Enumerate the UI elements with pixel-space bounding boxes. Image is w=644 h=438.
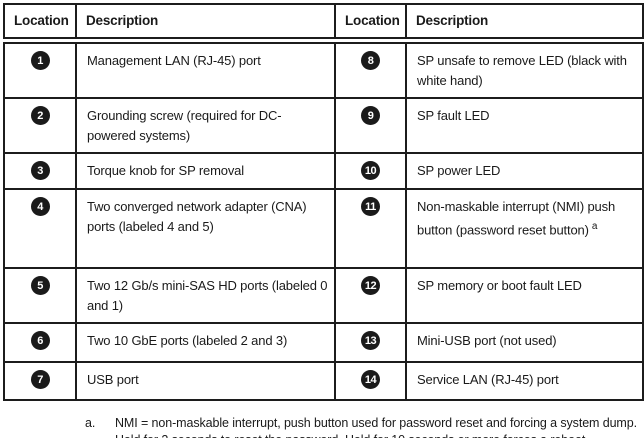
description-text: Torque knob for SP removal	[87, 162, 245, 178]
table-row: 4 Two converged network adapter (CNA) po…	[3, 187, 644, 269]
description-text: SP power LED	[417, 162, 501, 178]
description-text: SP fault LED	[417, 107, 490, 123]
description-cell: Management LAN (RJ-45) port	[75, 39, 336, 99]
description-text: Two 12 Gb/s mini-SAS HD ports (labeled 0…	[87, 277, 328, 313]
description-text: USB port	[87, 371, 139, 387]
footnote-marker: a.	[85, 415, 96, 430]
description-text: Grounding screw (required for DC-powered…	[87, 107, 282, 143]
location-cell: 3	[3, 151, 77, 190]
location-description-table: Location Description Location Descriptio…	[3, 3, 644, 401]
description-cell: Two 12 Gb/s mini-SAS HD ports (labeled 0…	[75, 266, 336, 324]
table-row: 7 USB port 14 Service LAN (RJ-45) port	[3, 360, 644, 401]
location-cell: 12	[334, 266, 407, 324]
description-text: SP memory or boot fault LED	[417, 277, 582, 293]
table-row: 5 Two 12 Gb/s mini-SAS HD ports (labeled…	[3, 266, 644, 324]
location-badge: 1	[30, 51, 50, 70]
description-text: Management LAN (RJ-45) port	[87, 52, 261, 68]
description-text: Non-maskable interrupt (NMI) push button…	[417, 198, 616, 237]
location-cell: 14	[334, 360, 407, 401]
location-badge: 8	[361, 51, 380, 70]
location-badge: 9	[361, 106, 380, 125]
table-header: Location Description Location Descriptio…	[3, 3, 644, 44]
location-badge: 10	[361, 161, 380, 180]
location-cell: 13	[334, 321, 407, 363]
description-cell: Two 10 GbE ports (labeled 2 and 3)	[75, 321, 336, 363]
location-badge: 12	[361, 276, 380, 295]
description-cell: SP fault LED	[405, 96, 644, 154]
description-cell: USB port	[75, 360, 336, 401]
location-cell: 2	[3, 96, 77, 154]
description-text: Two 10 GbE ports (labeled 2 and 3)	[87, 332, 288, 348]
header-description-left: Description	[75, 3, 336, 44]
table-row: 6 Two 10 GbE ports (labeled 2 and 3) 13 …	[3, 321, 644, 363]
description-cell: Two converged network adapter (CNA) port…	[75, 187, 336, 269]
location-cell: 10	[334, 151, 407, 190]
location-badge: 6	[30, 331, 50, 350]
description-cell: SP power LED	[405, 151, 644, 190]
location-cell: 7	[3, 360, 77, 401]
location-badge: 7	[30, 370, 50, 389]
description-cell: Torque knob for SP removal	[75, 151, 336, 190]
location-badge: 2	[30, 106, 50, 125]
table-row: 1 Management LAN (RJ-45) port 8 SP unsaf…	[3, 39, 644, 99]
description-cell: Non-maskable interrupt (NMI) push button…	[405, 187, 644, 269]
header-location-right: Location	[334, 3, 407, 44]
footnote: a. NMI = non-maskable interrupt, push bu…	[85, 415, 644, 438]
location-badge: 5	[30, 276, 50, 295]
location-cell: 6	[3, 321, 77, 363]
table-row: 2 Grounding screw (required for DC-power…	[3, 96, 644, 154]
location-badge: 3	[30, 161, 50, 180]
description-cell: Service LAN (RJ-45) port	[405, 360, 644, 401]
description-cell: SP unsafe to remove LED (black with whit…	[405, 39, 644, 99]
location-cell: 11	[334, 187, 407, 269]
description-cell: Grounding screw (required for DC-powered…	[75, 96, 336, 154]
location-badge: 14	[361, 370, 380, 389]
location-cell: 4	[3, 187, 77, 269]
table-row: 3 Torque knob for SP removal 10 SP power…	[3, 151, 644, 190]
footnote-reference: a	[591, 220, 598, 232]
description-text: Two converged network adapter (CNA) port…	[87, 198, 307, 234]
description-text: Mini-USB port (not used)	[417, 332, 557, 348]
header-description-right: Description	[405, 3, 644, 44]
location-cell: 8	[334, 39, 407, 99]
header-location-left: Location	[3, 3, 77, 44]
header-row: Location Description Location Descriptio…	[3, 3, 644, 44]
location-badge: 13	[361, 331, 380, 350]
location-cell: 9	[334, 96, 407, 154]
location-cell: 1	[3, 39, 77, 99]
description-text: SP unsafe to remove LED (black with whit…	[417, 52, 627, 88]
location-badge: 4	[30, 197, 50, 216]
description-cell: SP memory or boot fault LED	[405, 266, 644, 324]
location-badge: 11	[361, 197, 380, 216]
description-cell: Mini-USB port (not used)	[405, 321, 644, 363]
description-text: Service LAN (RJ-45) port	[417, 371, 559, 387]
footnote-text: NMI = non-maskable interrupt, push butto…	[115, 415, 637, 438]
location-cell: 5	[3, 266, 77, 324]
